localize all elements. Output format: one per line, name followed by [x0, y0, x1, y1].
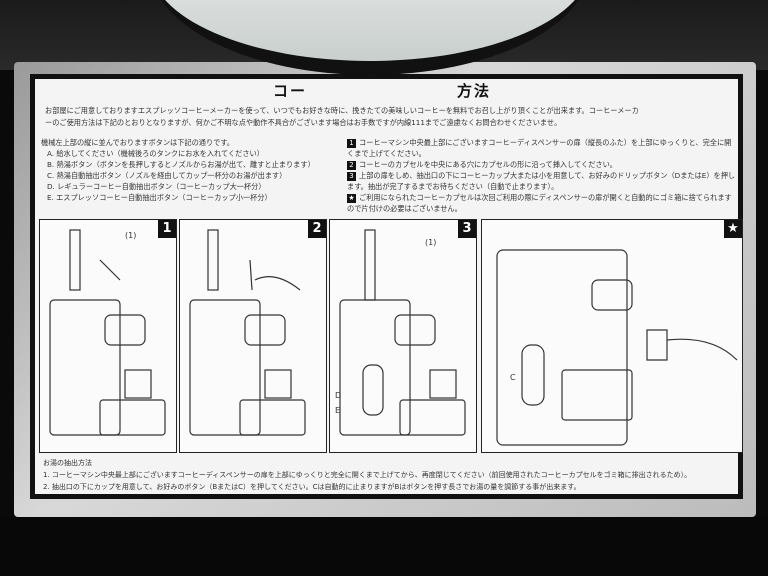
machine-closed-illustration: (1) DE: [335, 229, 466, 436]
machine-open-lid-illustration: (1): [49, 229, 166, 436]
step: ★ご利用になられたコーヒーカプセルは次回ご利用の際にディスペンサーの扉が開くと自…: [347, 193, 732, 213]
table-edge: [0, 517, 768, 576]
card-title: コー方法: [273, 82, 492, 100]
svg-text:E: E: [335, 406, 340, 415]
svg-text:(1): (1): [125, 231, 136, 240]
capsule-insert-illustration: [189, 229, 306, 436]
hot-water-section: お湯の抽出方法 1. コーヒーマシン中央最上部にございますコーヒーディスペンサー…: [43, 459, 692, 491]
svg-text:D: D: [335, 391, 341, 400]
panel-step-2: 2: [179, 219, 327, 453]
cup-removal-illustration: C: [496, 249, 738, 446]
panel-step-1: 1 (1): [39, 219, 177, 453]
svg-text:(1): (1): [425, 238, 436, 247]
panel-step-star: ★ C: [481, 219, 743, 453]
intro-text: お部屋にご用意しておりますエスプレッソコーヒーメーカーを使って、いつでもお好きな…: [45, 106, 639, 127]
svg-text:C: C: [510, 373, 516, 382]
instruction-card: コー方法 お部屋にご用意しておりますエスプレッソコーヒーメーカーを使って、いつで…: [30, 74, 743, 499]
button-list: 機械左上部の縦に並んでおりますボタンは下記の通りです。 A. 給水してください（…: [41, 138, 315, 202]
